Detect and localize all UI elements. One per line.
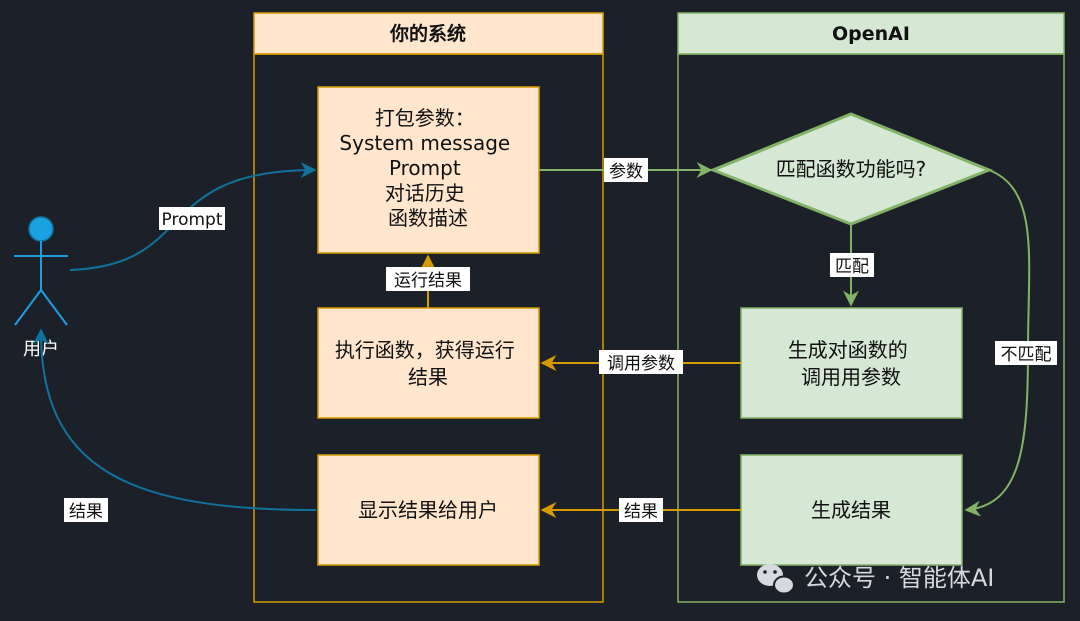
wechat-icon — [757, 564, 795, 595]
node-generate-params: 生成对函数的 调用用参数 — [740, 307, 963, 419]
svg-text:打包参数： System message: 打包参数： System message Prompt 对话历史 函数描述 — [339, 106, 516, 230]
lane-your-system-header — [253, 12, 604, 55]
node-pack-line-2: System message — [339, 131, 510, 155]
node-pack-line-5: 函数描述 — [388, 206, 468, 230]
edge-label-prompt: Prompt — [162, 210, 223, 230]
node-display-line-1: 显示结果给用户 — [358, 498, 498, 522]
edge-label-not-matched: 不匹配 — [1001, 345, 1052, 365]
node-gen-params-line-2: 调用用参数 — [801, 365, 901, 389]
svg-text:生成对函数的 调用用参数: 生成对函数的 调用用参数 — [788, 338, 914, 389]
svg-text:生成结果: 生成结果 — [811, 498, 891, 522]
user-actor-head — [28, 216, 54, 242]
edge-label-result-to-user: 结果 — [69, 502, 103, 522]
node-execute-line-1: 执行函数，获得运行 — [335, 338, 515, 362]
node-pack-line-1: 打包参数： — [375, 106, 475, 130]
lane-your-system: 你的系统 — [253, 12, 604, 603]
watermark: 公众号 · 智能体AI — [757, 564, 994, 595]
svg-text:执行函数，获得运行 结果: 执行函数，获得运行 结果 — [335, 338, 521, 389]
node-pack-line-4: 对话历史 — [385, 181, 465, 205]
lane-openai-title: OpenAI — [832, 23, 910, 45]
node-gen-result-line-1: 生成结果 — [811, 498, 891, 522]
watermark-text: 公众号 · 智能体AI — [804, 564, 994, 592]
edge-label-params: 参数 — [609, 162, 643, 182]
edge-result-to-user — [32, 328, 317, 511]
edge-label-call-params: 调用参数 — [607, 354, 675, 374]
edge-not-matched — [964, 169, 1031, 517]
edge-label-run-result: 运行结果 — [394, 271, 462, 291]
node-execute-function: 执行函数，获得运行 结果 — [317, 307, 540, 419]
node-display-result: 显示结果给用户 — [317, 454, 540, 566]
node-match-line-1: 匹配函数功能吗? — [776, 157, 927, 181]
node-pack-line-3: Prompt — [389, 156, 461, 180]
lane-openai: OpenAI — [677, 12, 1065, 603]
edge-label-matched: 匹配 — [835, 257, 869, 277]
lane-openai-body — [677, 53, 1065, 603]
lane-openai-header — [677, 12, 1065, 55]
node-gen-params-line-1: 生成对函数的 — [788, 338, 908, 362]
node-execute-line-2: 结果 — [408, 365, 448, 389]
node-match-decision: 匹配函数功能吗? — [708, 112, 994, 226]
svg-text:匹配函数功能吗?: 匹配函数功能吗? — [776, 157, 927, 181]
lane-your-system-title: 你的系统 — [389, 22, 466, 45]
lane-your-system-body — [253, 53, 604, 603]
edge-label-result: 结果 — [624, 502, 658, 522]
svg-text:显示结果给用户: 显示结果给用户 — [358, 498, 498, 522]
node-pack-params: 打包参数： System message Prompt 对话历史 函数描述 — [317, 86, 540, 254]
node-generate-result: 生成结果 — [740, 454, 963, 566]
user-actor — [14, 216, 68, 326]
